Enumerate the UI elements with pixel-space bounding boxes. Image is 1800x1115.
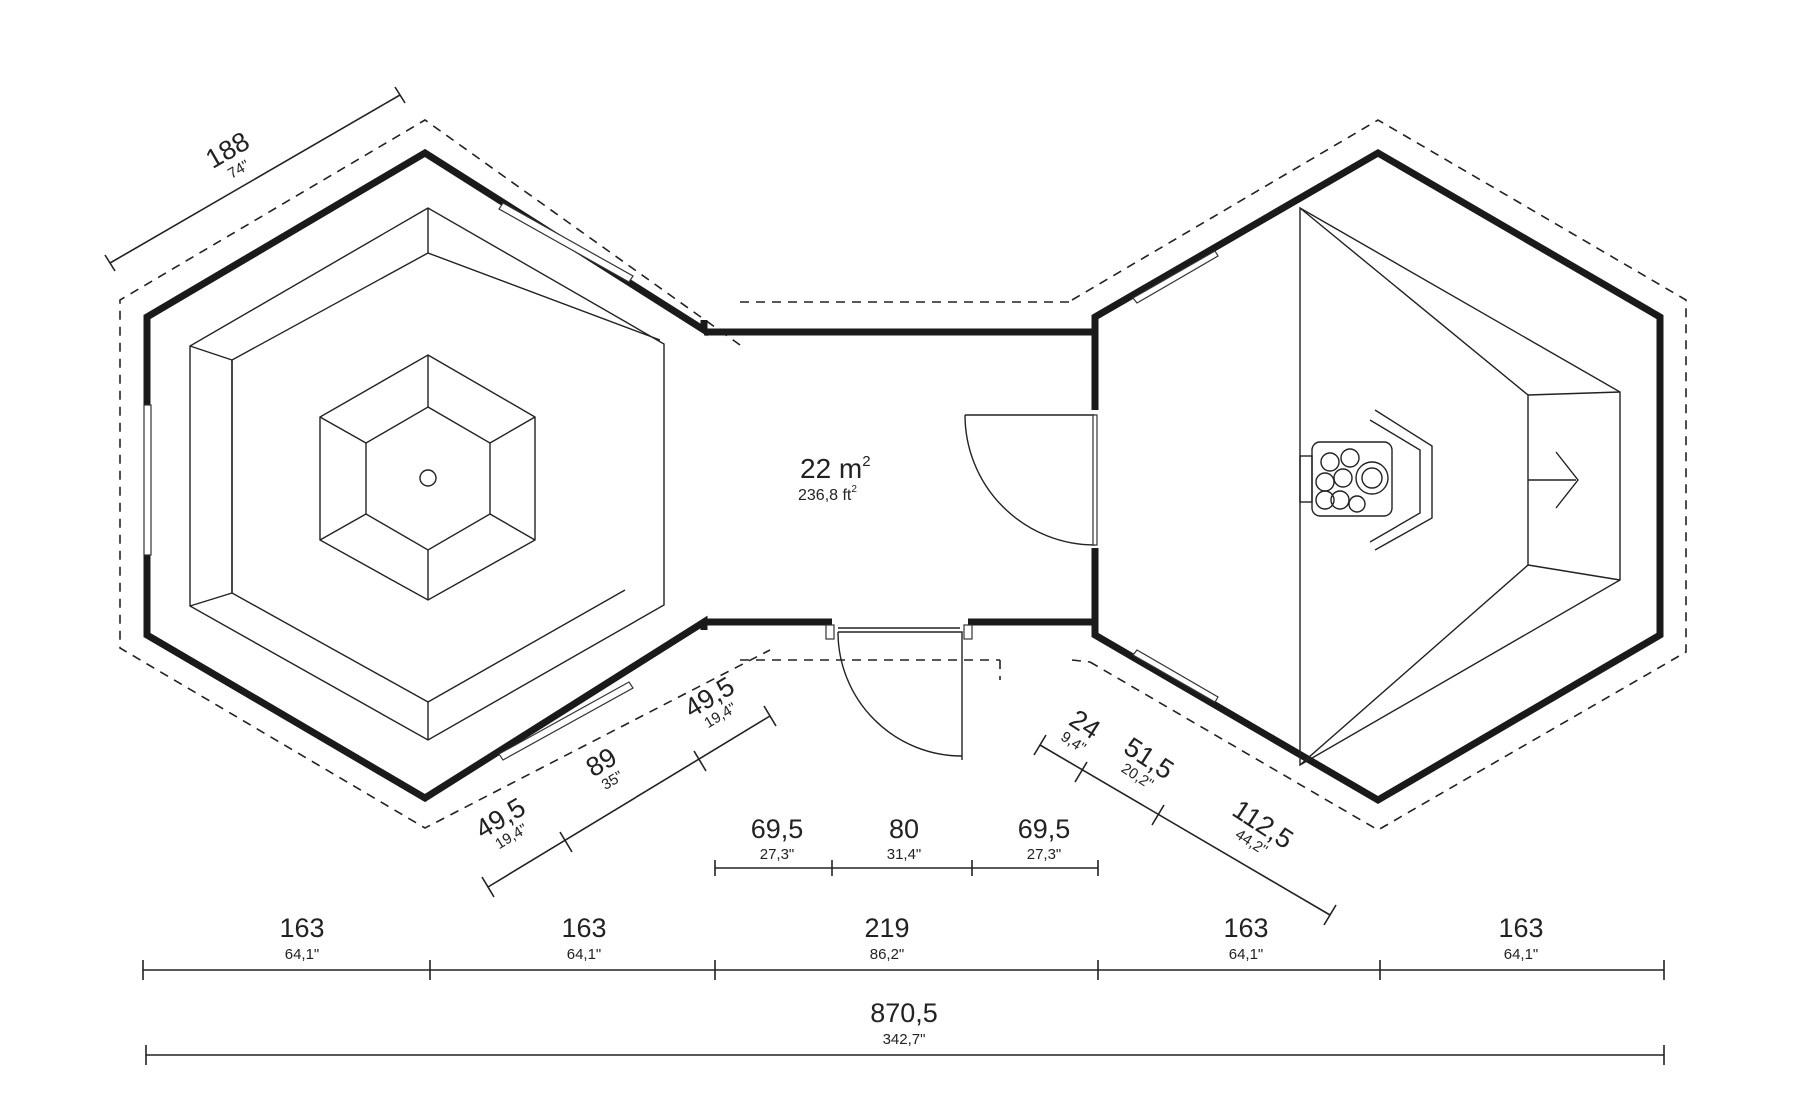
dimension-side-length: 188 74" bbox=[104, 86, 406, 272]
dim-bottom-1-cm: 163 bbox=[279, 913, 324, 943]
dim-bottom-3-cm: 219 bbox=[864, 913, 909, 943]
entrance-door bbox=[825, 624, 973, 760]
dim-bottom-5-in: 64,1" bbox=[1504, 946, 1539, 963]
right-bench-outer bbox=[1299, 206, 1621, 767]
dim-corridor-right-in: 27,3" bbox=[1027, 846, 1062, 863]
left-bench-inner bbox=[231, 252, 429, 703]
right-outer-wall bbox=[1091, 148, 1664, 805]
dim-bottom-3-in: 86,2" bbox=[870, 946, 905, 963]
dim-bottom-2-cm: 163 bbox=[561, 913, 606, 943]
dim-corridor-right-cm: 69,5 bbox=[1018, 814, 1071, 844]
dim-bottom-2-in: 64,1" bbox=[567, 946, 602, 963]
central-corridor: 22 m2 236,8 ft2 bbox=[704, 301, 1098, 760]
right-roof-outline bbox=[1071, 119, 1687, 831]
left-window-upper bbox=[498, 202, 634, 283]
left-window-lower bbox=[498, 681, 634, 761]
right-window-lower bbox=[1132, 649, 1219, 703]
dim-corridor-left-in: 27,3" bbox=[760, 846, 795, 863]
floor-area-metric: 22 m2 bbox=[800, 453, 871, 484]
right-window-upper bbox=[1132, 250, 1219, 304]
dim-total-length-cm: 870,5 bbox=[870, 998, 938, 1028]
left-roof-outline bbox=[119, 119, 771, 829]
dim-total-length-in: 342,7" bbox=[883, 1031, 926, 1048]
right-hexagon-room bbox=[1071, 119, 1687, 831]
exit-arrow-icon bbox=[1528, 451, 1579, 509]
dim-bottom-1-in: 64,1" bbox=[285, 946, 320, 963]
left-window-side bbox=[143, 404, 152, 556]
dimension-door-chain: 69,5 27,3" 80 31,4" 69,5 27,3" bbox=[714, 814, 1099, 876]
left-hexagon-room bbox=[119, 119, 771, 829]
dimension-right-chain: 24 9,4" 51,5 20,2" 112,5 44,2" bbox=[1033, 704, 1337, 926]
heater-icon bbox=[1299, 409, 1433, 551]
fire-pit-icon bbox=[319, 354, 536, 601]
left-bench-outer bbox=[189, 207, 665, 741]
dim-bottom-4-cm: 163 bbox=[1223, 913, 1268, 943]
dim-bottom-4-in: 64,1" bbox=[1229, 946, 1264, 963]
dimension-bottom-chain: 163 64,1" 163 64,1" 219 86,2" 163 64,1" … bbox=[142, 913, 1665, 980]
dim-bottom-5-cm: 163 bbox=[1498, 913, 1543, 943]
dim-door-width-in: 31,4" bbox=[887, 846, 922, 863]
door-swing-icon bbox=[964, 414, 1098, 546]
dimension-total-length: 870,5 342,7" bbox=[145, 998, 1665, 1065]
dimension-left-window-chain: 49,5 19,4" 89 35" 49,5 19,4" bbox=[470, 671, 777, 898]
floor-area-imperial: 236,8 ft2 bbox=[798, 484, 857, 504]
dim-door-width-cm: 80 bbox=[889, 814, 919, 844]
dim-corridor-left-cm: 69,5 bbox=[751, 814, 804, 844]
